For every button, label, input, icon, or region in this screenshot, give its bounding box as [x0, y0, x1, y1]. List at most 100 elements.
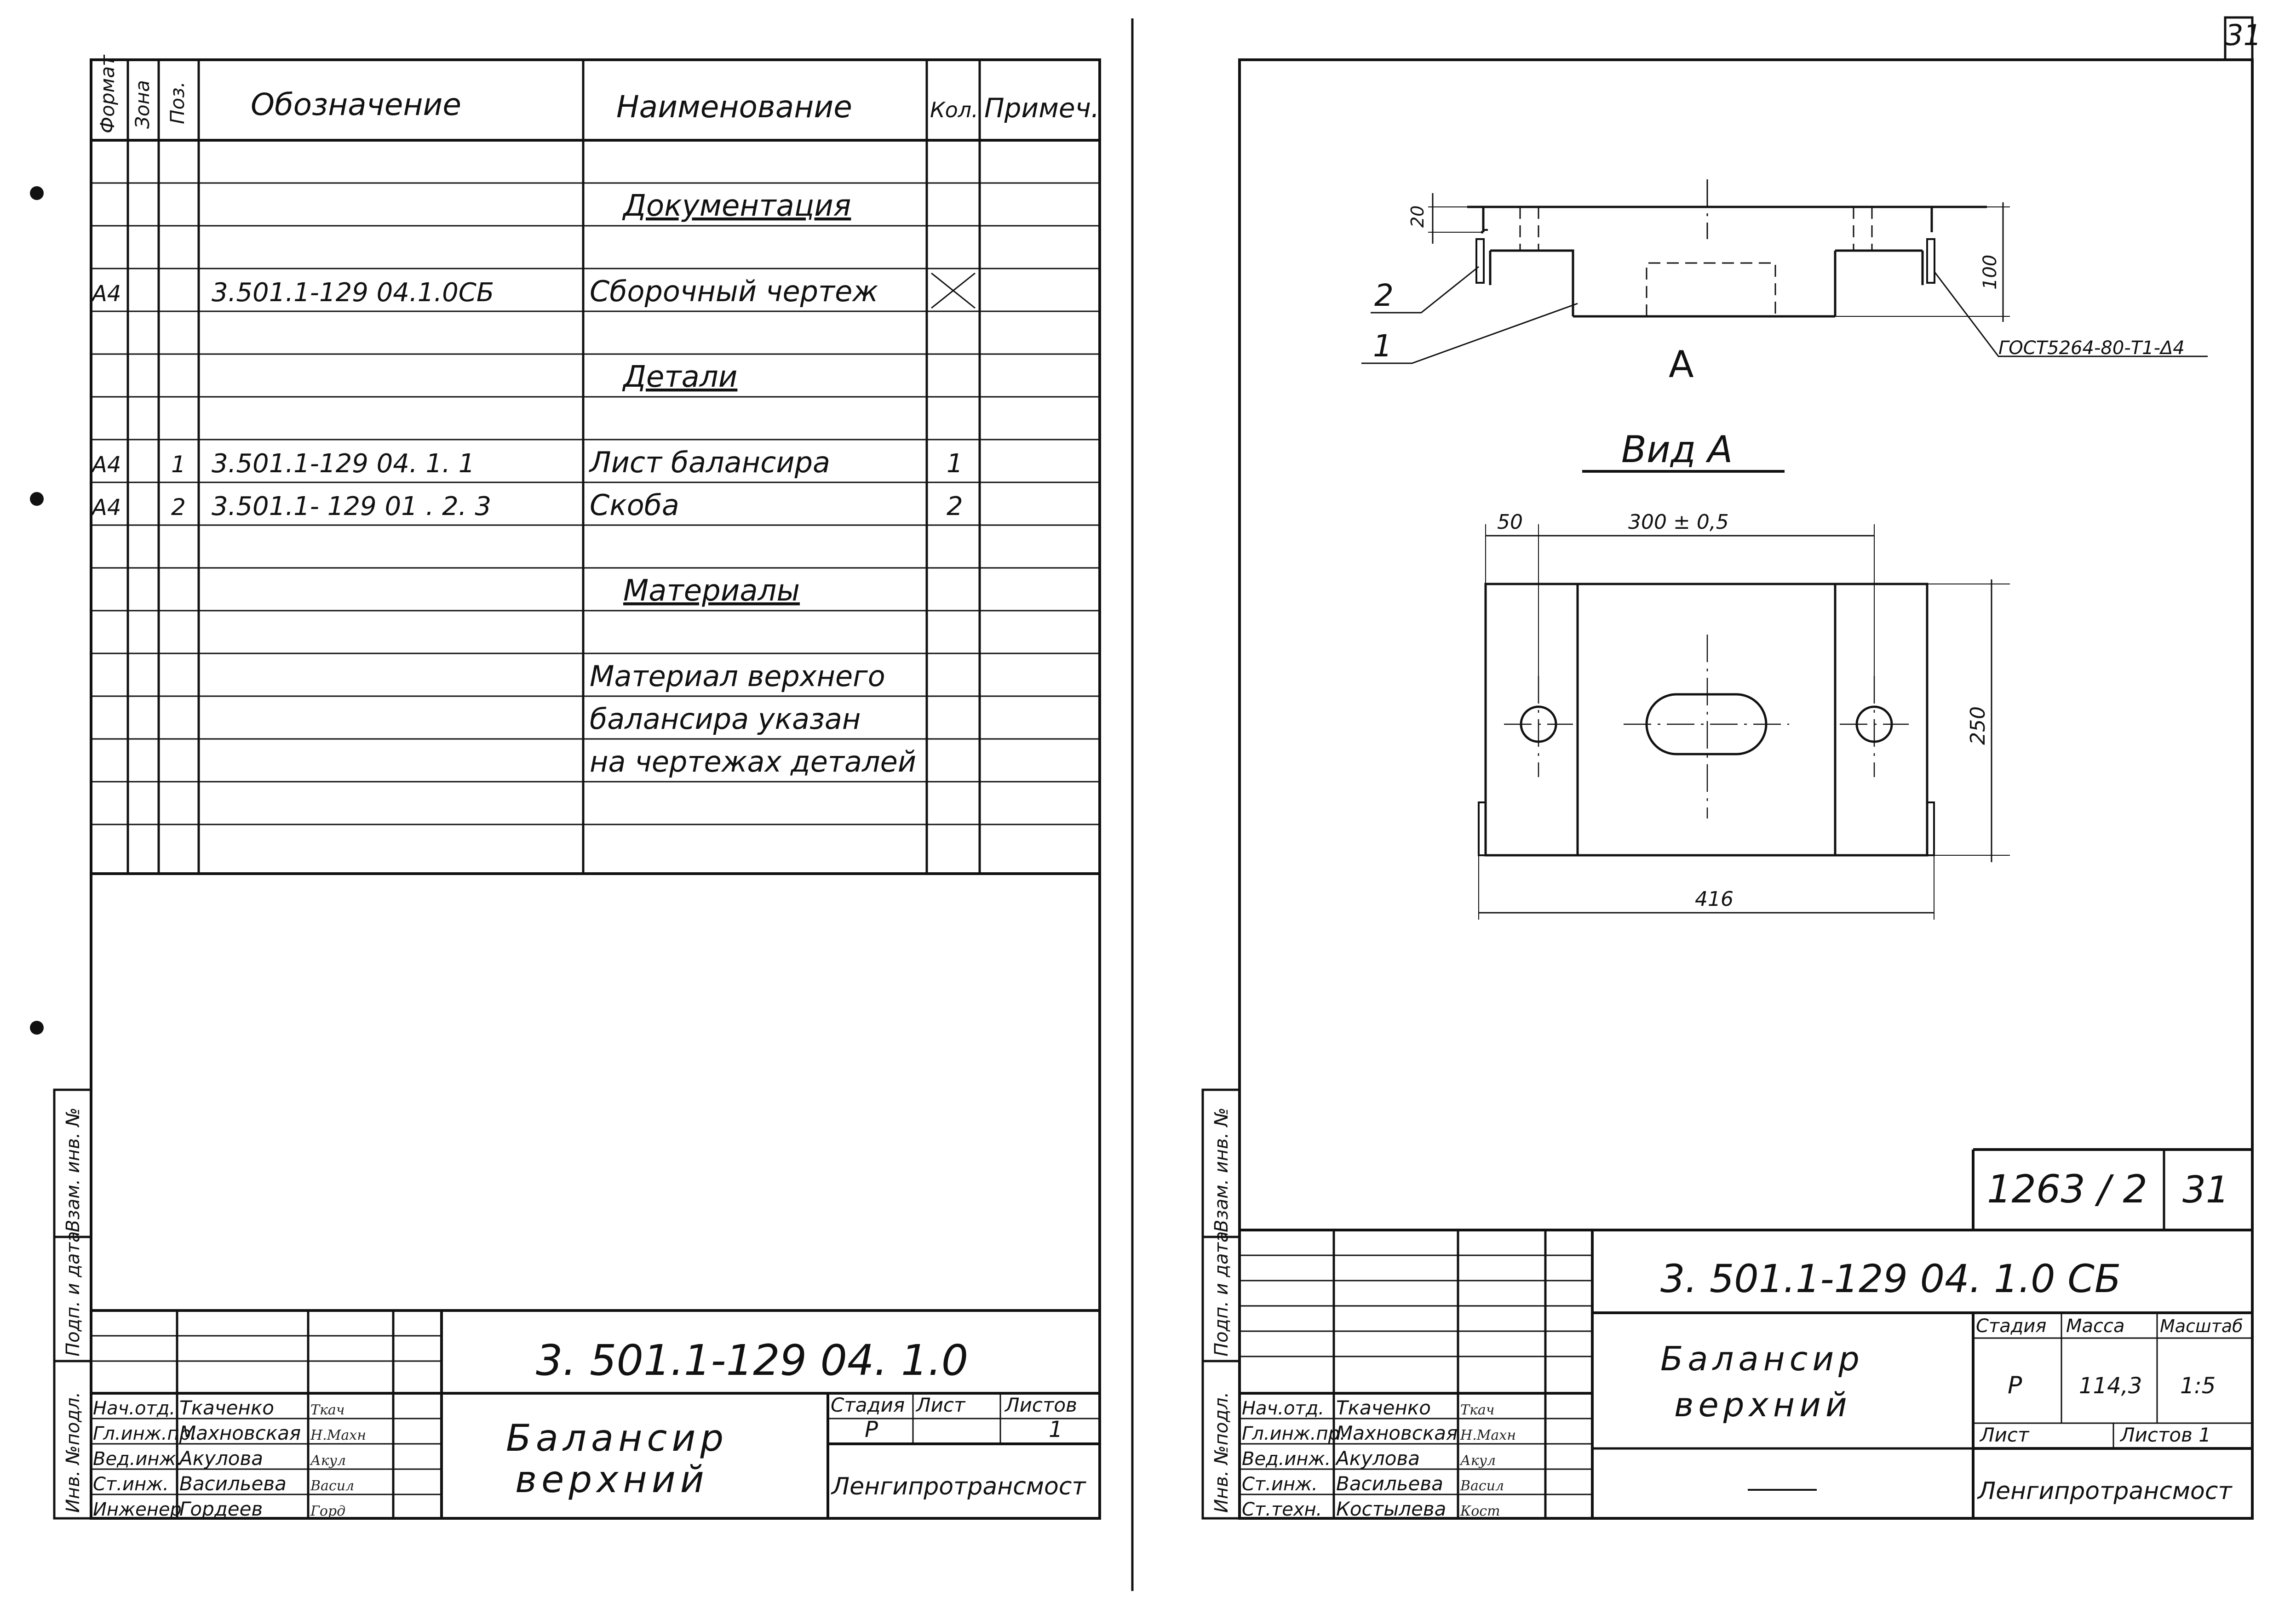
spec-doc-code: 3. 501.1-129 04. 1.0 — [536, 1336, 968, 1385]
stamp-name: Акулова — [178, 1447, 263, 1470]
spec-section-heading: Детали — [622, 360, 737, 394]
view-a — [1478, 470, 2010, 920]
spec-section-heading: Материалы — [623, 574, 800, 608]
col-note: Примеч. — [984, 92, 1099, 124]
spec-title-1: Балансир — [506, 1417, 728, 1459]
drawing-stamp-text: 1263 / 2 31 3. 501.1-129 04. 1.0 СБ Бала… — [1660, 1167, 2243, 1505]
col-format: Формат — [96, 54, 119, 133]
spec-cell-designation: 3.501.1- 129 01 . 2. 3 — [212, 492, 491, 521]
front-view — [1361, 179, 2208, 364]
spec-side-labels: Инв. №подл. Подп. и дата Взам. инв. № — [63, 1107, 84, 1513]
col-name: Наименование — [616, 89, 852, 125]
stamp-role: Ст.инж. — [93, 1474, 169, 1495]
spec-title-2: верхний — [515, 1458, 709, 1501]
dim-416: 416 — [1695, 887, 1733, 911]
spec-cell-pos: 1 — [171, 451, 186, 478]
spec-row-lines — [91, 182, 1100, 825]
spec-col-sheet: Лист — [915, 1394, 966, 1416]
spec-col-sheets: Листов — [1004, 1394, 1077, 1416]
drawing-stage: Р — [2008, 1372, 2022, 1399]
drawing-frame — [1238, 58, 2254, 1520]
leader-pos-1: 1 — [1373, 328, 1392, 364]
spec-cell-format: А4 — [91, 495, 121, 521]
drawing-sheet — [1201, 16, 2254, 1520]
weld-note: ГОСТ5264-80-Т1-Δ4 — [1998, 338, 2185, 359]
spec-col-stage: Стадия — [831, 1394, 905, 1416]
spec-cell-name: Скоба — [590, 488, 679, 522]
spec-sheets: 1 — [1049, 1417, 1063, 1442]
spec-frame — [90, 58, 1101, 1520]
drawing-labels: 2 1 А Вид А ГОСТ5264-80-Т1-Δ4 20 100 50 … — [1373, 206, 2185, 911]
drawing-title-1: Балансир — [1660, 1339, 1864, 1378]
drawing-org: Ленгипротрансмост — [1977, 1477, 2233, 1505]
spec-side-strip — [53, 1088, 92, 1520]
col-designation: Обозначение — [251, 87, 461, 122]
stamp-name: Ткаченко — [179, 1396, 274, 1419]
stamp-role: Инженер — [93, 1499, 182, 1520]
spec-cell-name: балансира указан — [590, 702, 861, 736]
spec-stamp-text: 3. 501.1-129 04. 1.0 Балансир верхний Ст… — [506, 1336, 1086, 1501]
dim-20: 20 — [1407, 206, 1428, 228]
stamp-name: Костылева — [1336, 1498, 1446, 1520]
stamp-role: Гл.инж.пр. — [93, 1423, 197, 1444]
drawing-sheet-label: Лист — [1979, 1424, 2030, 1446]
stamp-name: Махновская — [1336, 1422, 1458, 1444]
stamp-role: Ст.инж. — [1242, 1474, 1318, 1495]
spec-cell-name: Сборочный чертеж — [590, 275, 878, 308]
spec-cell-name: Лист балансира — [589, 446, 830, 479]
side-label-inv-right: Инв. №подл. — [1211, 1392, 1232, 1513]
spec-cell-designation: 3.501.1-129 04. 1. 1 — [212, 449, 475, 479]
stamp-signature: Н.Махн — [310, 1427, 366, 1443]
stamp-signature: Кост — [1460, 1503, 1500, 1519]
dim-50: 50 — [1497, 510, 1523, 534]
side-label-replace: Взам. инв. № — [63, 1107, 84, 1232]
drawing-doc-code: 3. 501.1-129 04. 1.0 СБ — [1660, 1256, 2121, 1301]
stamp-name: Махновская — [179, 1422, 301, 1444]
dim-300: 300 ± 0,5 — [1628, 510, 1729, 534]
spec-title-block — [91, 1309, 1100, 1518]
spec-section-heading: Документация — [622, 189, 851, 223]
drawing-title-2: верхний — [1674, 1385, 1852, 1424]
binding-holes — [30, 186, 44, 1035]
drawing-sheets-label: Листов 1 — [2119, 1424, 2211, 1446]
spec-cell-designation: 3.501.1-129 04.1.0СБ — [212, 278, 494, 308]
spec-stamp-roles: Нач.отд.Ткаченко ТкачГл.инж.пр.Махновская… — [93, 1396, 366, 1520]
page-number: 31 — [2225, 18, 2262, 52]
drawing-side-strip — [1201, 1088, 1241, 1520]
spec-org: Ленгипротрансмост — [831, 1473, 1086, 1500]
drawing-title-block — [1240, 1229, 2252, 1518]
view-mark: А — [1669, 343, 1694, 386]
stamp-signature: Васил — [310, 1478, 354, 1494]
drawing-mass: 114,3 — [2079, 1373, 2142, 1399]
dim-100: 100 — [1980, 255, 2001, 290]
spec-cell-name: на чертежах деталей — [590, 745, 916, 778]
side-label-sign-right: Подп. и дата — [1211, 1231, 1232, 1356]
col-qty: Кол. — [930, 97, 978, 122]
col-zone: Зона — [131, 80, 154, 129]
side-label-replace-right: Взам. инв. № — [1211, 1107, 1232, 1232]
stamp-role: Нач.отд. — [93, 1398, 175, 1419]
stamp-signature: Горд — [310, 1503, 345, 1519]
stamp-signature: Ткач — [310, 1402, 344, 1418]
stamp-role: Нач.отд. — [1242, 1398, 1324, 1419]
stamp-role: Ст.техн. — [1242, 1499, 1322, 1520]
stamp-signature: Акул — [1459, 1453, 1496, 1469]
stamp-role: Вед.инж. — [1242, 1448, 1331, 1470]
stamp-signature: Н.Махн — [1460, 1427, 1516, 1443]
album-sheet: 31 — [2182, 1168, 2229, 1211]
stamp-name: Васильева — [1336, 1472, 1443, 1495]
stamp-role: Вед.инж. — [93, 1448, 182, 1470]
stamp-signature: Акул — [310, 1453, 346, 1469]
spec-header: Формат Зона Поз. Обозначение Наименовани… — [96, 54, 1099, 133]
stamp-signature: Васил — [1460, 1478, 1504, 1494]
stamp-name: Гордеев — [179, 1498, 263, 1520]
stamp-name: Акулова — [1335, 1447, 1420, 1470]
spec-stage: Р — [865, 1417, 878, 1442]
drawing-col-mass: Масса — [2066, 1316, 2125, 1337]
col-pos: Поз. — [166, 81, 189, 124]
album-box — [1972, 1148, 2252, 1230]
drawing-side-labels: Инв. №подл. Подп. и дата Взам. инв. № — [1211, 1107, 1232, 1513]
